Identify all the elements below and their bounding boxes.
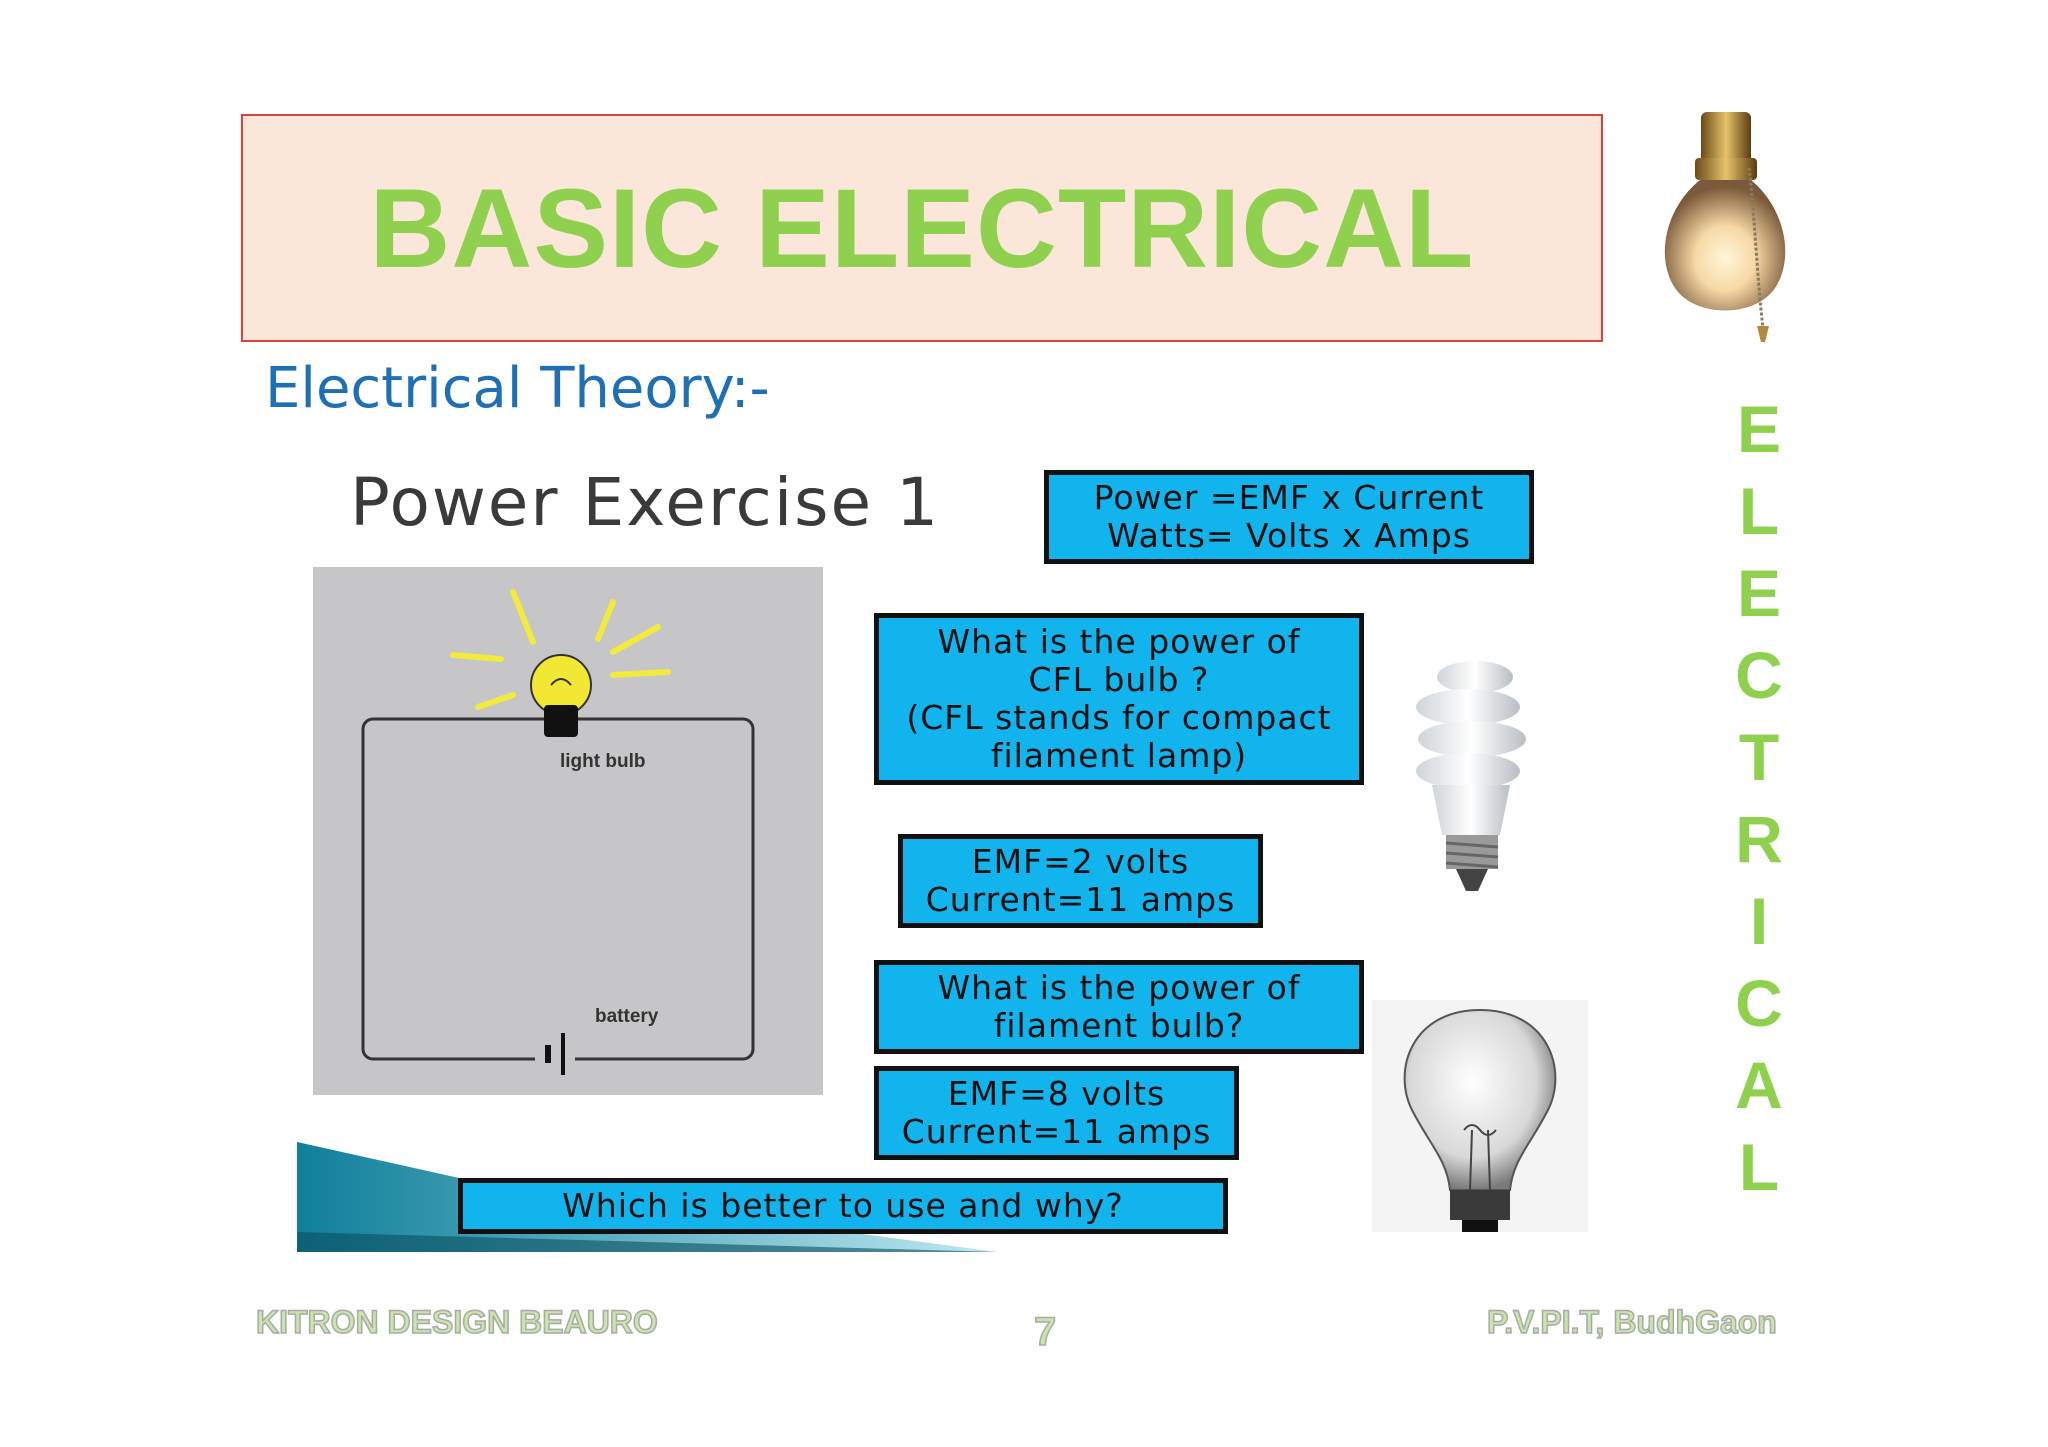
page-number: 7 [1033,1309,1057,1355]
cfl-bulb-icon [1416,661,1526,891]
cfl-question-line: (CFL stands for compact [906,698,1332,737]
cfl-question-line: What is the power of [937,622,1301,661]
cfl-question-line: filament lamp) [990,736,1248,775]
vertical-letter: L [1738,1130,1780,1204]
filament-value-line: EMF=8 volts [947,1074,1166,1113]
cfl-values-box: EMF=2 volts Current=11 amps [898,834,1263,928]
vertical-letter: A [1735,1048,1783,1122]
filament-question-line: filament bulb? [993,1006,1245,1045]
cfl-value-line: EMF=2 volts [971,842,1190,881]
power-formula-box: Power =EMF x Current Watts= Volts x Amps [1044,470,1534,564]
slide-title: BASIC ELECTRICAL [369,165,1475,291]
vertical-letter: I [1749,884,1769,958]
filament-bulb-icon [1372,1000,1588,1232]
footer-company: KITRON DESIGN BEAURO [255,1303,658,1341]
cfl-question-line: CFL bulb ? [1028,660,1210,699]
filament-question-line: What is the power of [937,968,1301,1007]
exercise-title: Power Exercise 1 [350,464,941,541]
section-heading: Electrical Theory:- [265,356,770,421]
hanging-bulb-icon [1664,112,1786,342]
vertical-letter: R [1735,802,1783,876]
vertical-letter: C [1735,638,1783,712]
vertical-letter: T [1738,720,1780,794]
filament-question-box: What is the power of filament bulb? [874,960,1364,1054]
light-bulb-label: light bulb [560,751,645,772]
final-question: Which is better to use and why? [562,1186,1124,1225]
cfl-question-box: What is the power of CFL bulb ? (CFL sta… [874,613,1364,785]
formula-line: Power =EMF x Current [1093,478,1485,517]
vertical-letter: E [1736,392,1782,466]
filament-value-line: Current=11 amps [901,1112,1212,1151]
circuit-illustration: light bulb battery [361,589,755,1075]
battery-label: battery [595,1006,659,1027]
final-question-box: Which is better to use and why? [458,1178,1228,1234]
cfl-value-line: Current=11 amps [925,880,1236,919]
vertical-letter: C [1735,966,1783,1040]
footer-institute: P.V.PI.T, BudhGaon [1486,1303,1777,1341]
title-banner: BASIC ELECTRICAL [241,114,1603,342]
vertical-letter: E [1736,556,1782,630]
formula-line: Watts= Volts x Amps [1107,516,1471,555]
filament-values-box: EMF=8 volts Current=11 amps [874,1066,1239,1160]
circuit-diagram: light bulb battery [313,567,823,1095]
vertical-letter: L [1738,474,1780,548]
